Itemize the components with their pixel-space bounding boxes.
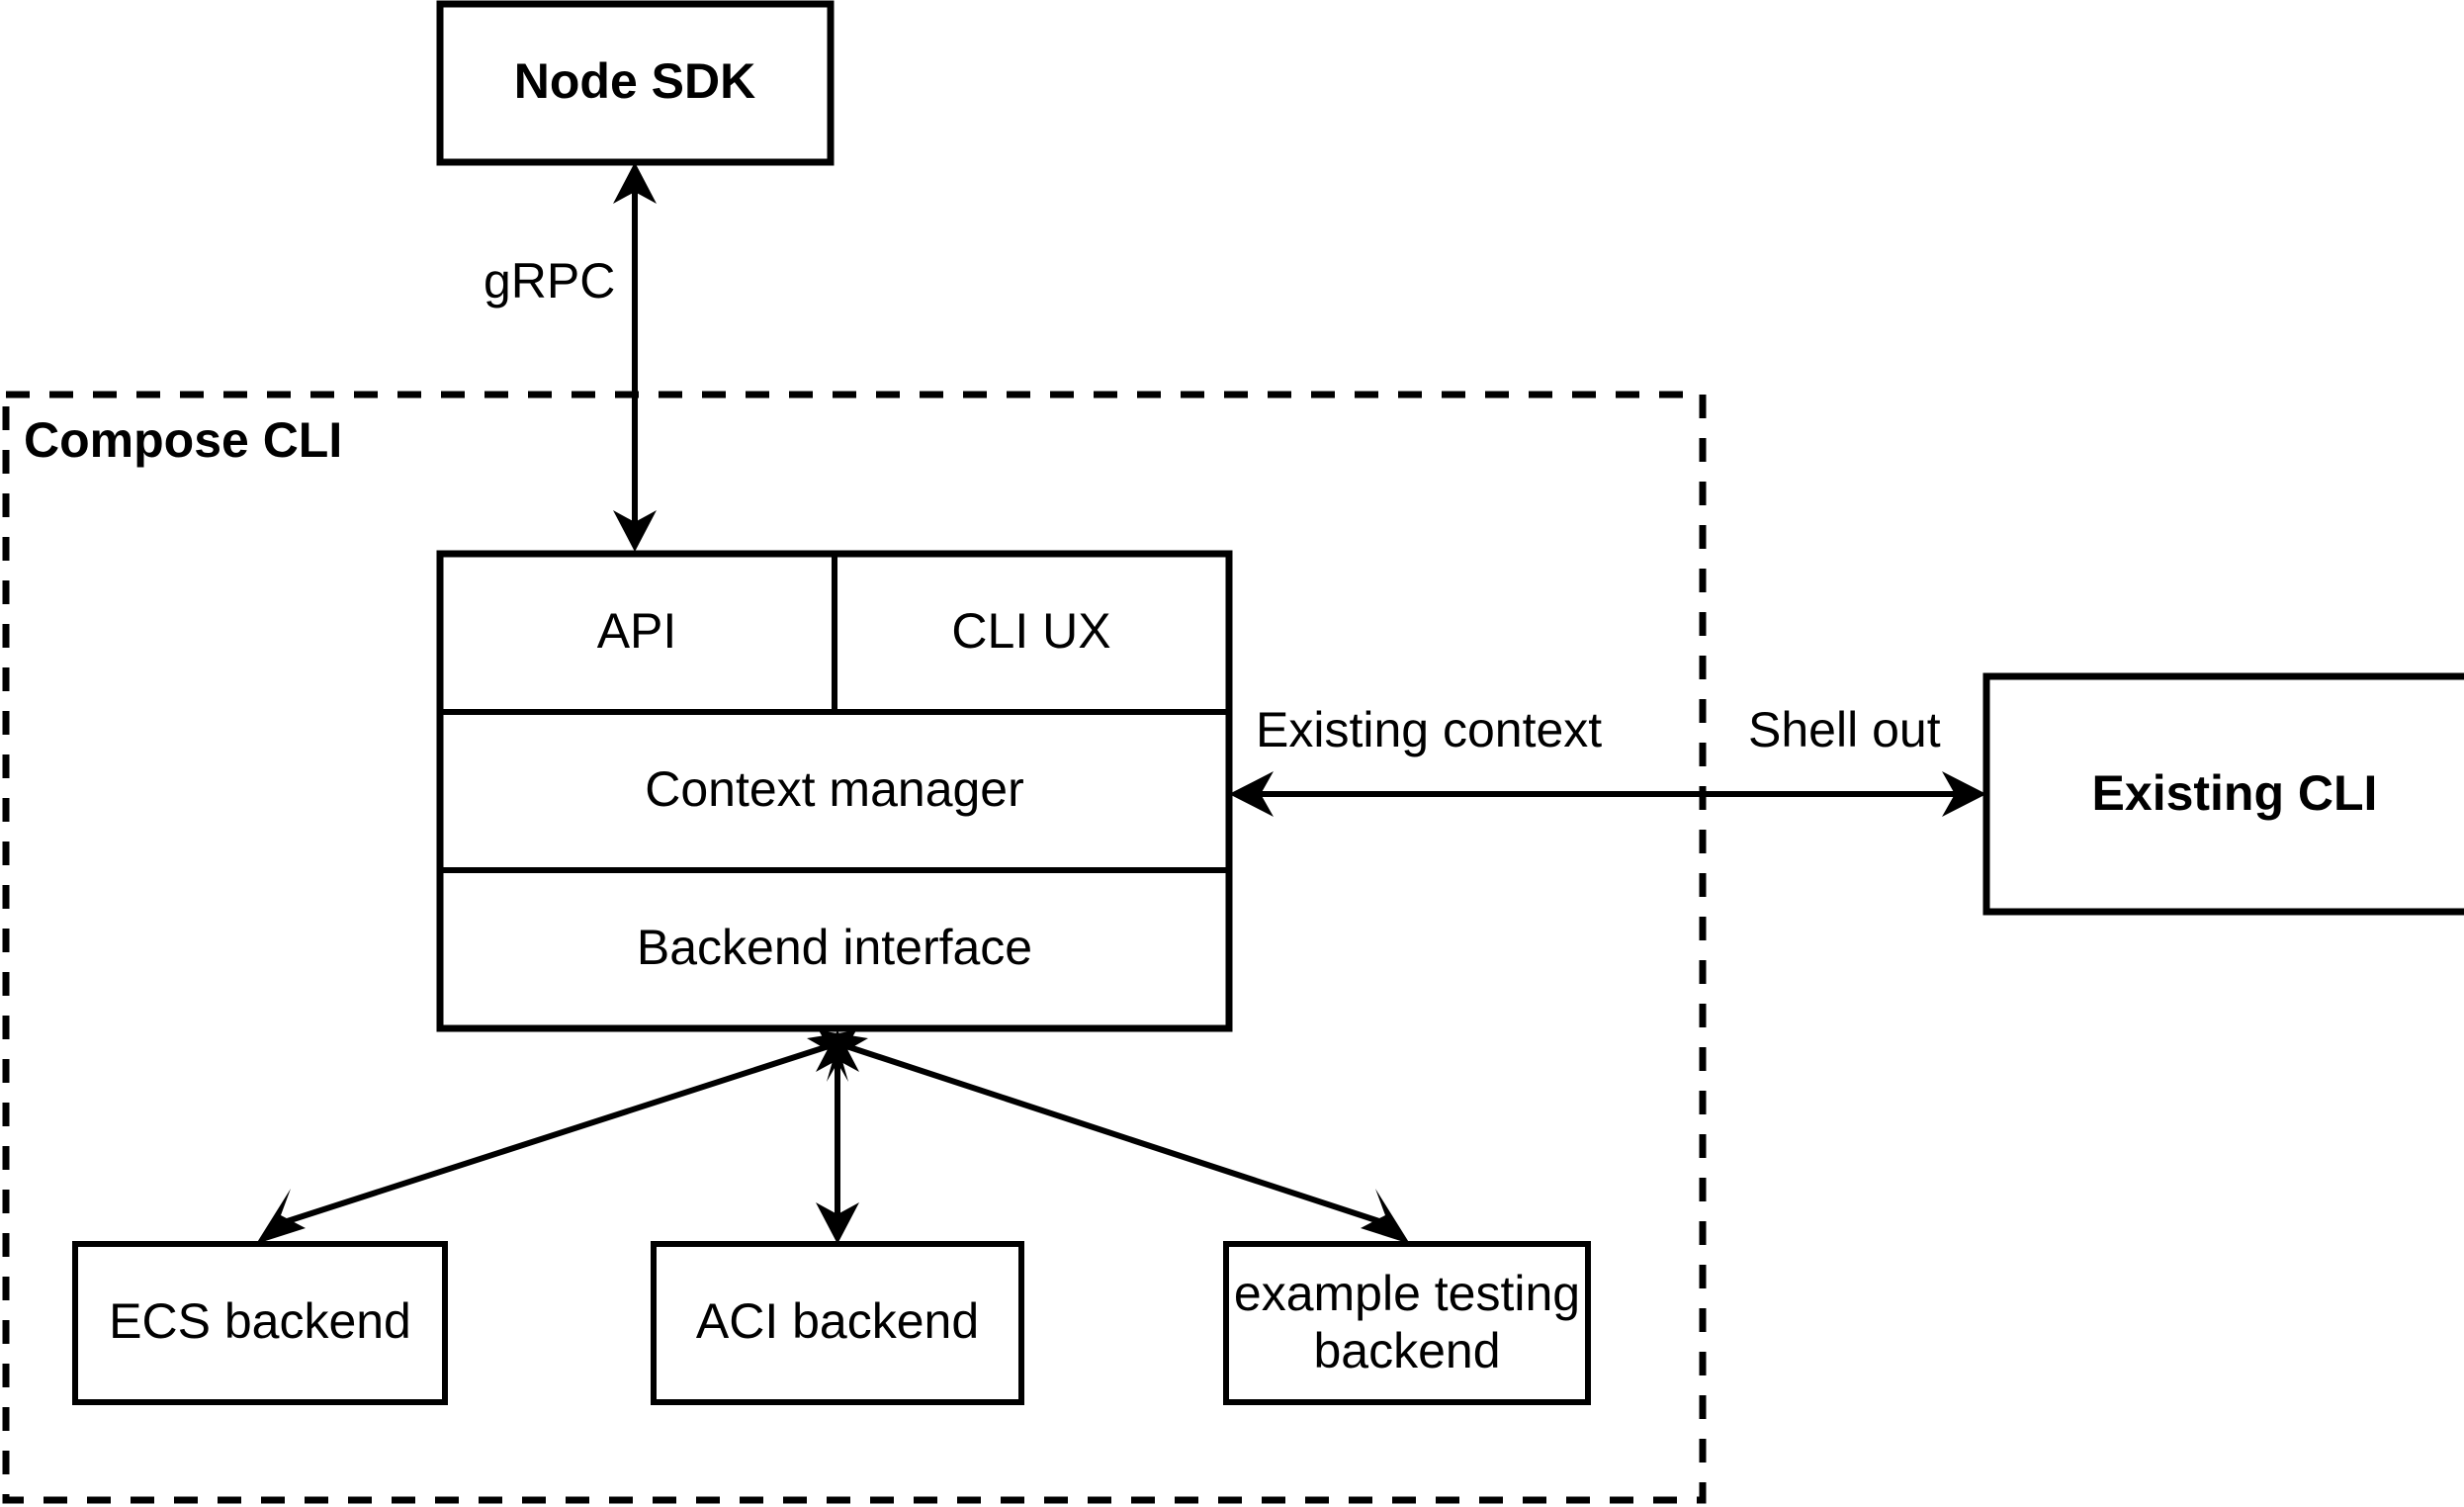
cli-ux-label: CLI UX — [951, 603, 1110, 659]
shell-out-edge-label: Shell out — [1748, 702, 1941, 757]
example-testing-backend-label-line2: backend — [1313, 1323, 1500, 1378]
example-arrowhead-bottom — [1361, 1189, 1410, 1244]
ecs-backend-box[interactable] — [72, 1241, 448, 1405]
node-sdk-box[interactable] — [436, 0, 835, 166]
existing-cli-box[interactable] — [1982, 672, 2464, 916]
example-testing-backend-box[interactable] — [1223, 1241, 1591, 1405]
compose-cli-group-label: Compose CLI — [24, 412, 342, 468]
node-sdk-label: Node SDK — [514, 53, 755, 109]
ecs-arrowhead-bottom — [256, 1189, 306, 1244]
backend-interface-label: Backend interface — [637, 920, 1032, 975]
existing-context-edge-label: Existing context — [1256, 702, 1602, 757]
api-label: API — [597, 603, 677, 659]
context-manager-label: Context manager — [645, 761, 1024, 817]
example-testing-backend-label-line1: example testing — [1234, 1266, 1580, 1321]
grpc-edge-label: gRPC — [484, 253, 615, 309]
aci-arrowhead-bottom — [816, 1202, 859, 1244]
ecs-backend-label: ECS backend — [109, 1293, 411, 1349]
ecs-connector-line — [271, 1043, 830, 1229]
existing-context-arrowhead-left — [1229, 771, 1274, 817]
aci-backend-label: ACI backend — [696, 1293, 979, 1349]
existing-cli-label: Existing CLI — [2092, 765, 2378, 821]
grpc-arrowhead-up — [613, 162, 657, 204]
grpc-arrowhead-down — [613, 510, 657, 552]
example-connector-line — [845, 1043, 1395, 1229]
compose-cli-group-border — [2, 391, 1707, 1504]
example-arrowhead-top — [807, 1030, 856, 1082]
shell-out-arrowhead-right — [1942, 771, 1986, 817]
